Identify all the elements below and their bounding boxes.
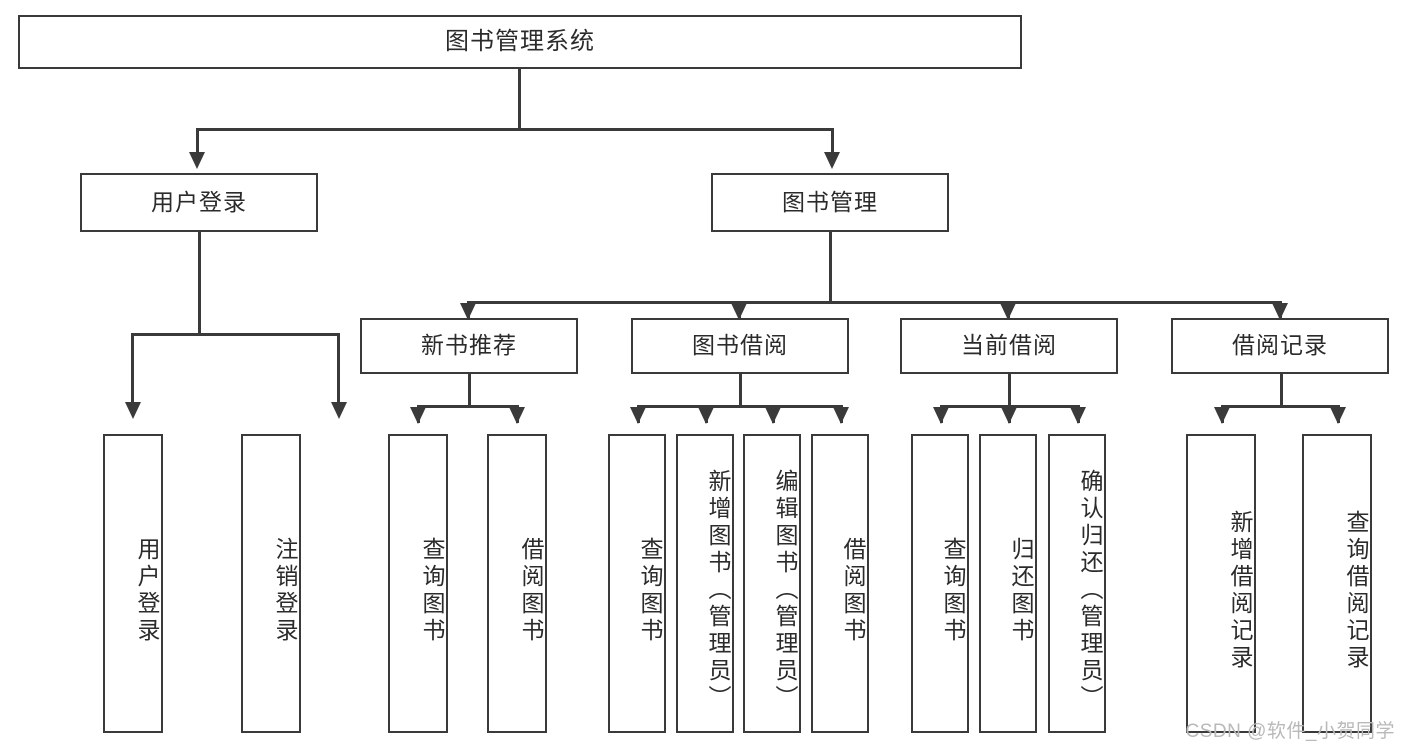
arrow-to-leaf-query-book-1 [410,407,426,424]
leaf-label: 查询图书 [637,536,663,645]
connector-root-bar [196,128,834,131]
connector-root-stem [518,68,521,130]
node-book-manage[interactable]: 图书管理 [711,173,949,232]
node-book-borrow-label: 图书借阅 [692,332,788,359]
leaf-label: 借阅图书 [518,536,544,645]
node-current-borrow[interactable]: 当前借阅 [900,318,1118,374]
arrow-to-leaf-add-book [698,407,714,424]
arrow-to-user-login [189,152,205,169]
connector-borrow-record-stem [1280,373,1283,407]
leaf-label: 编辑图书（管理员） [772,469,798,712]
arrow-to-leaf-query-book-3 [933,407,949,424]
leaf-label: 查询图书 [419,536,445,645]
leaf-label: 查询借阅记录 [1343,509,1369,672]
arrow-to-leaf-return-book [1001,407,1017,424]
node-leaf-query-book-2[interactable]: 查询图书 [608,434,666,733]
connector-user-login-left [131,333,134,403]
node-leaf-borrow-book-1[interactable]: 借阅图书 [487,434,547,733]
node-leaf-query-record[interactable]: 查询借阅记录 [1302,434,1372,733]
arrow-to-leaf-query-book-2 [630,407,646,424]
arrow-to-leaf-query-record [1330,407,1346,424]
node-borrow-record-label: 借阅记录 [1232,332,1328,359]
arrow-to-leaf-borrow-book-1 [509,407,525,424]
connector-borrow-record-bar [1221,405,1340,408]
node-borrow-record[interactable]: 借阅记录 [1171,318,1389,374]
connector-root-to-user-login [196,128,199,153]
connector-user-login-bar [131,333,340,336]
connector-book-manage-stem [829,231,832,303]
node-leaf-confirm-return[interactable]: 确认归还（管理员） [1048,434,1106,733]
connector-user-login-right [337,333,340,403]
node-current-borrow-label: 当前借阅 [961,332,1057,359]
connector-book-borrow-bar [637,405,843,408]
node-leaf-user-login[interactable]: 用户登录 [103,434,163,733]
arrow-to-current-borrow [1000,303,1016,320]
node-new-book-rec[interactable]: 新书推荐 [360,318,578,374]
csdn-watermark: CSDN @软件_小贺同学 [1185,721,1395,742]
node-leaf-query-book-3[interactable]: 查询图书 [911,434,969,733]
leaf-label: 新增借阅记录 [1227,509,1253,672]
node-leaf-borrow-book-2[interactable]: 借阅图书 [811,434,869,733]
node-leaf-add-book[interactable]: 新增图书（管理员） [676,434,734,733]
node-leaf-user-logout[interactable]: 注销登录 [241,434,301,733]
leaf-label: 查询图书 [940,536,966,645]
node-leaf-query-book-1[interactable]: 查询图书 [388,434,448,733]
arrow-to-new-book-rec [460,303,476,320]
arrow-to-leaf-confirm-return [1070,407,1086,424]
arrow-to-leaf-borrow-book-2 [833,407,849,424]
connector-current-borrow-stem [1008,373,1011,407]
connector-new-book-rec-bar [417,405,519,408]
leaf-label: 用户登录 [134,536,160,645]
arrow-to-leaf-edit-book [765,407,781,424]
connector-root-to-book-manage [831,128,834,153]
node-leaf-return-book[interactable]: 归还图书 [979,434,1037,733]
node-leaf-add-record[interactable]: 新增借阅记录 [1186,434,1256,733]
leaf-label: 确认归还（管理员） [1077,469,1103,712]
node-user-login[interactable]: 用户登录 [80,173,318,232]
node-root[interactable]: 图书管理系统 [18,15,1022,69]
arrow-to-leaf-user-login [125,402,141,419]
connector-book-manage-bar [467,301,1282,304]
arrow-to-leaf-user-logout [331,402,347,419]
leaf-label: 注销登录 [272,536,298,645]
node-root-label: 图书管理系统 [445,27,595,55]
arrow-to-leaf-add-record [1214,407,1230,424]
connector-user-login-stem [198,231,201,335]
connector-new-book-rec-stem [468,373,471,407]
node-user-login-label: 用户登录 [151,188,247,215]
leaf-label: 借阅图书 [840,536,866,645]
arrow-to-book-manage [824,152,840,169]
connector-book-borrow-stem [739,373,742,407]
arrow-to-borrow-record [1272,303,1288,320]
leaf-label: 归还图书 [1008,536,1034,645]
arrow-to-book-borrow [731,303,747,320]
node-leaf-edit-book[interactable]: 编辑图书（管理员） [743,434,801,733]
leaf-label: 新增图书（管理员） [705,469,731,712]
node-book-borrow[interactable]: 图书借阅 [631,318,849,374]
node-new-book-rec-label: 新书推荐 [421,332,517,359]
node-book-manage-label: 图书管理 [782,188,878,215]
